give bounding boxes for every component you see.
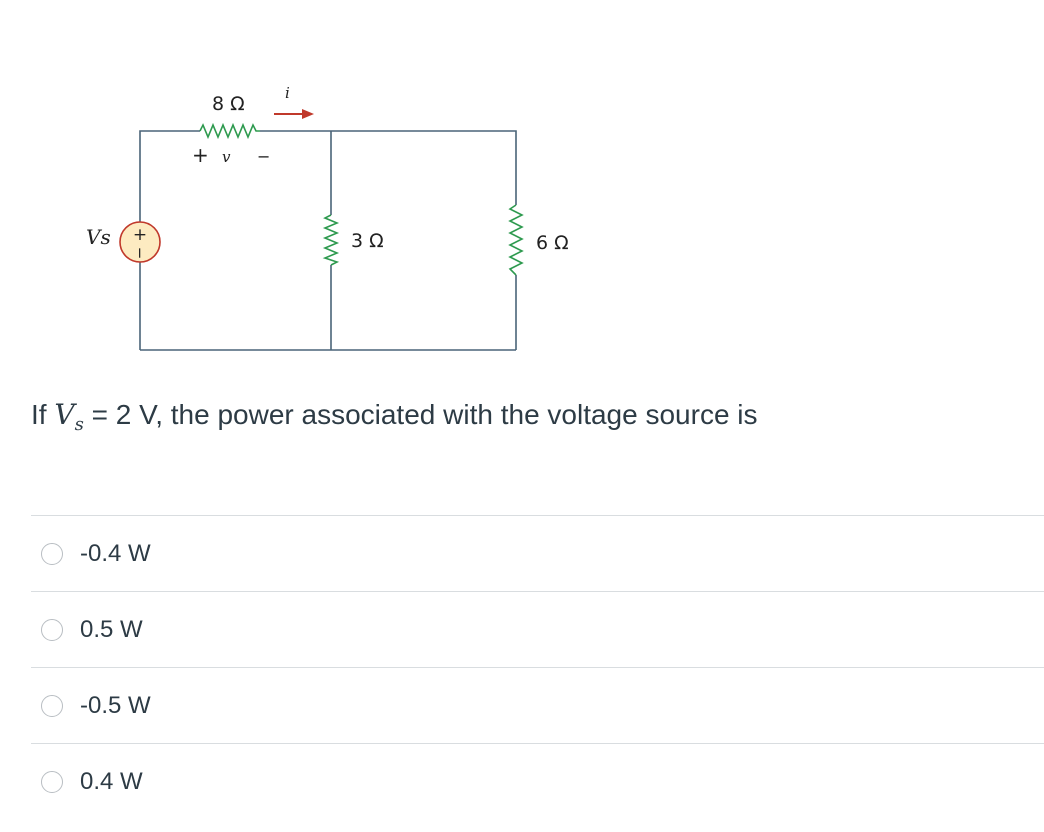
answer-option-3[interactable]: -0.5 W	[31, 667, 1044, 743]
resistor-8-ohm	[199, 122, 260, 140]
source-label: Vs	[86, 225, 111, 249]
answer-label: 0.4 W	[80, 767, 143, 795]
question-text: If Vs = 2 V, the power associated with t…	[31, 398, 758, 435]
question-prefix: If	[31, 399, 55, 430]
radio-button-icon[interactable]	[41, 542, 63, 565]
voltage-symbol-v: v	[222, 148, 231, 166]
answer-option-2[interactable]: 0.5 W	[31, 591, 1044, 667]
radio-button-icon[interactable]	[41, 618, 63, 641]
answer-label: -0.4 W	[80, 539, 151, 567]
current-arrow-icon	[274, 109, 314, 119]
circuit-wires	[139, 130, 517, 351]
resistor-6-ohm	[508, 204, 524, 276]
resistor-3-ohm	[322, 214, 340, 266]
resistor-3-ohm-label: 3 Ω	[351, 230, 384, 252]
question-variable: V	[54, 398, 75, 431]
source-minus-sign: −	[131, 247, 149, 260]
question-variable-subscript: s	[74, 414, 84, 435]
resistor-6-ohm-label: 6 Ω	[536, 232, 569, 254]
answer-label: 0.5 W	[80, 615, 143, 643]
source-plus-sign: +	[133, 225, 147, 245]
circuit-diagram: + − Vs 8 Ω 3 Ω 6 Ω + v − i	[86, 84, 569, 351]
question-suffix: = 2 V, the power associated with the vol…	[83, 399, 758, 430]
current-symbol-i: i	[285, 84, 290, 102]
answer-list: -0.4 W 0.5 W -0.5 W 0.4 W	[31, 515, 1044, 819]
voltage-minus-label: −	[257, 147, 270, 166]
answer-option-1[interactable]: -0.4 W	[31, 515, 1044, 591]
answer-option-4[interactable]: 0.4 W	[31, 743, 1044, 819]
answer-label: -0.5 W	[80, 691, 151, 719]
resistor-8-ohm-label: 8 Ω	[212, 93, 245, 115]
radio-button-icon[interactable]	[41, 770, 63, 793]
radio-button-icon[interactable]	[41, 694, 63, 717]
voltage-plus-label: +	[192, 143, 209, 167]
voltage-source	[119, 221, 161, 263]
